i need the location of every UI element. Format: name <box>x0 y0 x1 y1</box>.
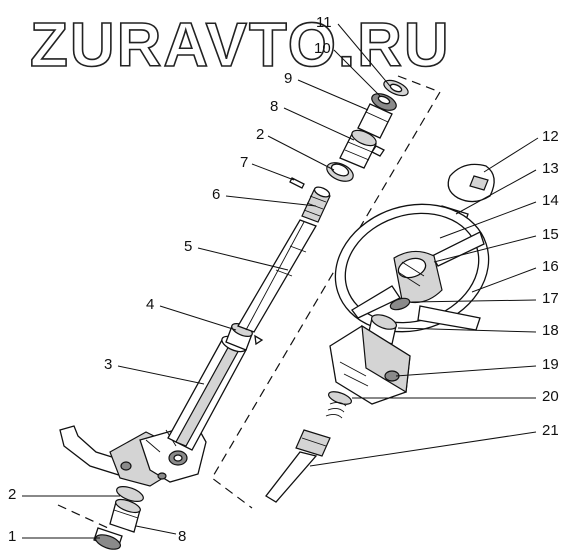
splined-shaft-end <box>301 186 331 223</box>
callout-7: 7 <box>240 154 248 171</box>
steering-wheel-hub <box>351 231 485 331</box>
callout-10: 10 <box>314 40 331 57</box>
watermark-text: ZURAVTO.RU <box>30 11 451 80</box>
callout-5: 5 <box>184 238 192 255</box>
upper-guide-line <box>211 75 441 509</box>
nut <box>371 93 397 111</box>
lower-guide-line <box>57 504 109 529</box>
callout-6: 6 <box>212 186 220 203</box>
callout-9: 9 <box>284 70 292 87</box>
callout-16: 16 <box>542 258 559 275</box>
column-tube <box>167 335 247 451</box>
callout-20: 20 <box>542 388 559 405</box>
callout-8: 8 <box>270 98 278 115</box>
callout-3: 3 <box>104 356 112 373</box>
pin <box>289 177 305 189</box>
lower-bearing-housing <box>109 498 141 533</box>
callout-2: 2 <box>256 126 264 143</box>
callout-labels: 11 10 9 8 2 7 6 5 4 3 2 1 8 12 13 14 15 … <box>8 14 559 545</box>
callout-13: 13 <box>542 160 559 177</box>
callout-19: 19 <box>542 356 559 373</box>
column-bushing <box>225 323 264 351</box>
callout-11: 11 <box>316 14 332 31</box>
callout-15: 15 <box>542 226 559 243</box>
leader-lines <box>22 23 539 539</box>
steering-column-assembly <box>59 79 409 550</box>
switch-housing <box>329 324 411 405</box>
lower-cap <box>93 527 123 550</box>
callout-18: 18 <box>542 322 559 339</box>
callout-14: 14 <box>542 192 559 209</box>
callout-2-lower: 2 <box>8 486 16 503</box>
lower-ring <box>116 486 144 502</box>
callout-17: 17 <box>542 290 559 307</box>
callout-8-lower: 8 <box>178 528 186 545</box>
upper-sleeve <box>357 103 393 139</box>
washer <box>383 79 409 97</box>
callout-1: 1 <box>8 528 16 545</box>
upper-ring <box>326 162 354 182</box>
steering-shaft <box>265 429 331 503</box>
callout-21: 21 <box>542 422 559 439</box>
callout-4: 4 <box>146 296 154 313</box>
assembly-guide-lines <box>57 75 441 529</box>
upper-bearing-housing <box>339 129 385 169</box>
callout-12: 12 <box>542 128 559 145</box>
upper-shaft <box>237 219 317 333</box>
spring <box>325 391 353 419</box>
horn-button <box>447 163 495 203</box>
